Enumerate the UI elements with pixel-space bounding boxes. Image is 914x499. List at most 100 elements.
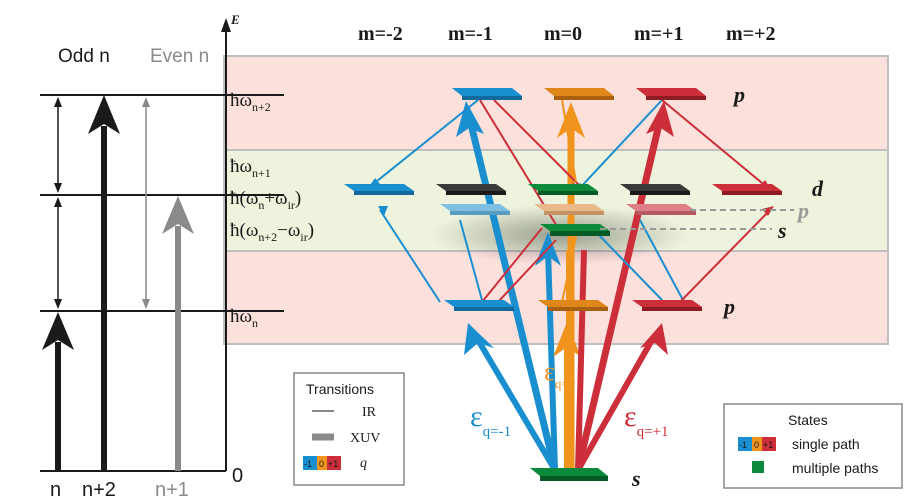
legend-q-label: q [360,456,367,471]
ir-orange-1 [561,99,577,183]
xuv-arrow-red-to-top [574,119,664,471]
state-d-m0-side [538,191,598,195]
ir-arrows [371,99,771,303]
legend-chip-blue [303,456,317,470]
orbital-label-d: d [812,176,824,201]
states-chip-minus1: -1 [739,440,747,450]
ir-double-arrow-gray-head2 [142,299,150,309]
state-d-m2 [712,184,782,191]
energy-axis-arrowhead [221,18,231,32]
ir-double-arrow-upper-head1 [54,97,62,107]
xuv-arrow-blue-to-top [466,119,559,471]
state-p-m1 [626,204,696,211]
ir-red-3 [481,227,543,303]
state-d-m-1 [436,184,506,191]
ir-head-5 [762,206,774,216]
state-d-m1-side [630,191,690,195]
ir-double-arrow-lower-head2 [54,299,62,309]
state-plates [344,88,782,481]
states-multiple-label: multiple paths [792,460,878,476]
state-top-m1-side [646,96,706,100]
ir-head-2 [378,206,388,216]
xuv-arrow-blue-to-top-head [456,101,484,137]
states-legend: States -1 0 +1 single path multiple path… [723,403,903,489]
state-p-m0 [534,204,604,211]
odd-arrow-n2-head [88,95,120,134]
level-label-n2: ħωn+2 [230,90,271,114]
ir-red-5 [661,99,769,189]
state-p-m1-side [636,211,696,215]
band-bottom [223,250,889,345]
ir-blue-4 [577,99,663,191]
xuv-arrows [456,101,674,472]
state-d-m-2 [344,184,414,191]
state-ground [530,468,608,476]
legend-chip-plus1: +1 [328,459,338,469]
states-chip-zero: 0 [754,440,759,450]
orbital-label-top-p: p [732,82,745,107]
epsilon-label-plus: εq=+1 [624,400,669,440]
m-label-minus-2: m=-2 [358,23,403,45]
legend-chip-red [327,456,341,470]
state-d-m0 [528,184,598,191]
legend-chip-orange [317,456,327,470]
state-s-m0-side [550,231,610,236]
ir-red-4 [497,239,557,303]
states-chip-orange [752,437,762,451]
m-label-minus-1: m=-1 [448,23,493,45]
transitions-legend-title: Transitions [306,381,374,397]
legend-chip-minus1: -1 [304,459,312,469]
xuv-arrow-red-to-mid [575,249,587,471]
level-label-n-plus-ir: ħ(ωn+ωir) [230,188,301,212]
ir-double-arrow-lower-head1 [54,197,62,207]
state-top-m1 [636,88,706,96]
ir-red-2 [493,99,581,187]
label-n-plus-1: n+1 [155,479,189,499]
xuv-arrow-red-to-bottom-head [640,323,668,355]
odd-n-header: Odd n [58,46,110,67]
state-bottom-m0 [538,300,608,307]
ir-blue-5 [595,231,663,301]
level-label-n1: ħωn+1 [230,156,271,180]
state-bottom-m1-side [642,307,702,311]
state-ground-side [540,476,608,481]
state-p-m-1-side [450,211,510,215]
level-label-n2-minus-ir: ħ(ωn+2−ωir) [230,220,314,244]
orbital-label-ground-s: s [631,466,641,491]
legend-ir-label: IR [362,405,377,420]
ir-blue-3 [459,219,483,301]
m-label-zero: m=0 [544,23,582,45]
xuv-arrow-orange-to-top-head [557,102,585,138]
states-legend-title: States [788,412,828,428]
states-chip-plus1: +1 [763,440,773,450]
xuv-arrow-blue-to-bottom-head [464,323,494,355]
ir-blue-2 [379,209,441,303]
m-label-plus-2: m=+2 [726,23,775,45]
state-d-m2-side [722,191,782,195]
state-top-m-1-side [462,96,522,100]
axis-label-e: E [230,12,240,27]
state-bottom-m-1-side [454,307,514,311]
state-d-m1 [620,184,690,191]
ir-double-arrow-gray-head1 [142,97,150,107]
state-p-m-1 [440,204,510,211]
xuv-arrow-red-to-bottom [575,338,655,472]
transitions-legend: Transitions IR XUV -1 0 +1 q [293,372,405,486]
label-n: n [50,479,61,499]
xuv-arrow-blue-to-mid [545,249,558,471]
state-bottom-m1 [632,300,702,307]
ir-blue-6 [639,219,685,303]
odd-arrow-n-head [42,312,74,350]
band-top [223,55,889,151]
state-bottom-m0-side [548,307,608,311]
orbital-label-bottom-p: p [722,294,735,319]
epsilon-label-minus: εq=-1 [470,400,511,440]
state-s-m0 [540,224,610,231]
label-n-plus-2: n+2 [82,479,116,499]
state-bottom-m-1 [444,300,514,307]
state-top-m-1 [452,88,522,96]
states-chip-green [752,461,764,473]
m-label-plus-1: m=+1 [634,23,683,45]
xuv-arrow-red-to-top-head [646,101,674,137]
